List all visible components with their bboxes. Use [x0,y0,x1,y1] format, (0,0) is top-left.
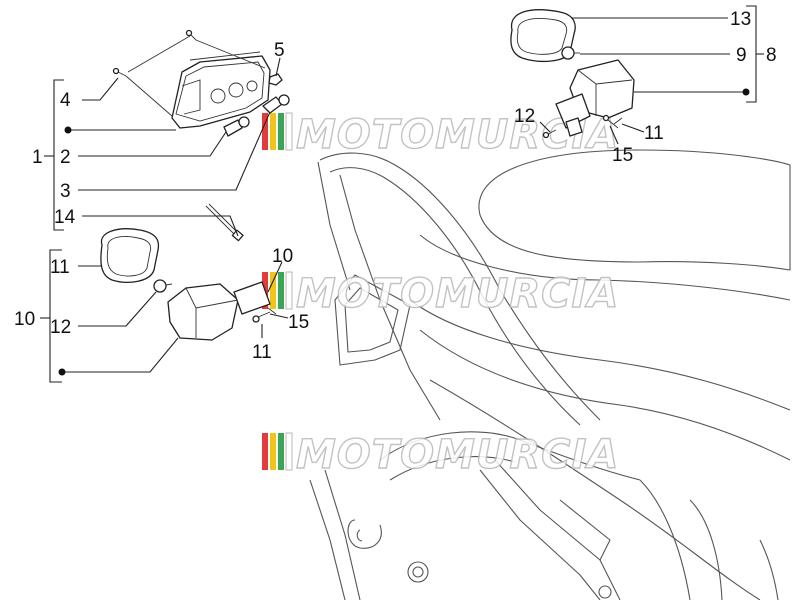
callout-14: 14 [54,207,76,228]
callout-15-top: 15 [612,145,633,166]
callout-15-mid: 15 [288,312,309,333]
screw-9 [561,46,580,60]
nut-5 [268,73,283,86]
callout-1: 1 [32,147,43,168]
small-bolts-top [542,114,623,139]
tail-light-screws [112,29,266,117]
callout-8: 8 [766,45,777,66]
bullet-dot-left-indicator [58,368,66,376]
watermark-text-3: MOTOMURCIA [296,432,619,478]
small-bolts-left [252,307,277,323]
callout-13: 13 [730,9,751,30]
watermark-motomurcia-1: MOTOMURCIA [262,111,619,159]
watermark-text-1: MOTOMURCIA [296,112,619,158]
indicator-body-left [167,281,271,341]
screw-12 [153,279,173,293]
callout-leaders [40,5,764,383]
indicator-body-top [555,59,635,137]
callout-4: 4 [60,90,71,111]
callout-3: 3 [60,181,71,202]
callout-11-top: 11 [644,123,664,144]
callout-11-lens: 11 [50,257,70,278]
watermark-motomurcia-2: MOTOMURCIA [262,270,619,318]
indicator-lens-11 [100,228,160,283]
callout-12-top-partial: 12 [514,106,535,127]
callout-11-mid: 11 [252,342,272,363]
bulb-socket-2 [223,116,250,137]
watermark-text-2: MOTOMURCIA [296,271,619,317]
scooter-rear-body-outline [309,149,791,600]
bullet-dot-tail-light [64,126,72,134]
bulb-socket-3 [262,94,290,114]
callout-2: 2 [60,147,71,168]
bullet-dot-top-indicator [742,88,750,96]
callout-5: 5 [274,40,285,61]
callout-10-part: 10 [272,246,293,267]
watermark-motomurcia-3: MOTOMURCIA [262,431,619,479]
tail-light-housing [171,51,271,129]
callout-10-group: 10 [14,309,35,330]
callout-12: 12 [50,317,71,338]
indicator-lens-13 [510,9,576,63]
callout-9: 9 [736,45,747,66]
